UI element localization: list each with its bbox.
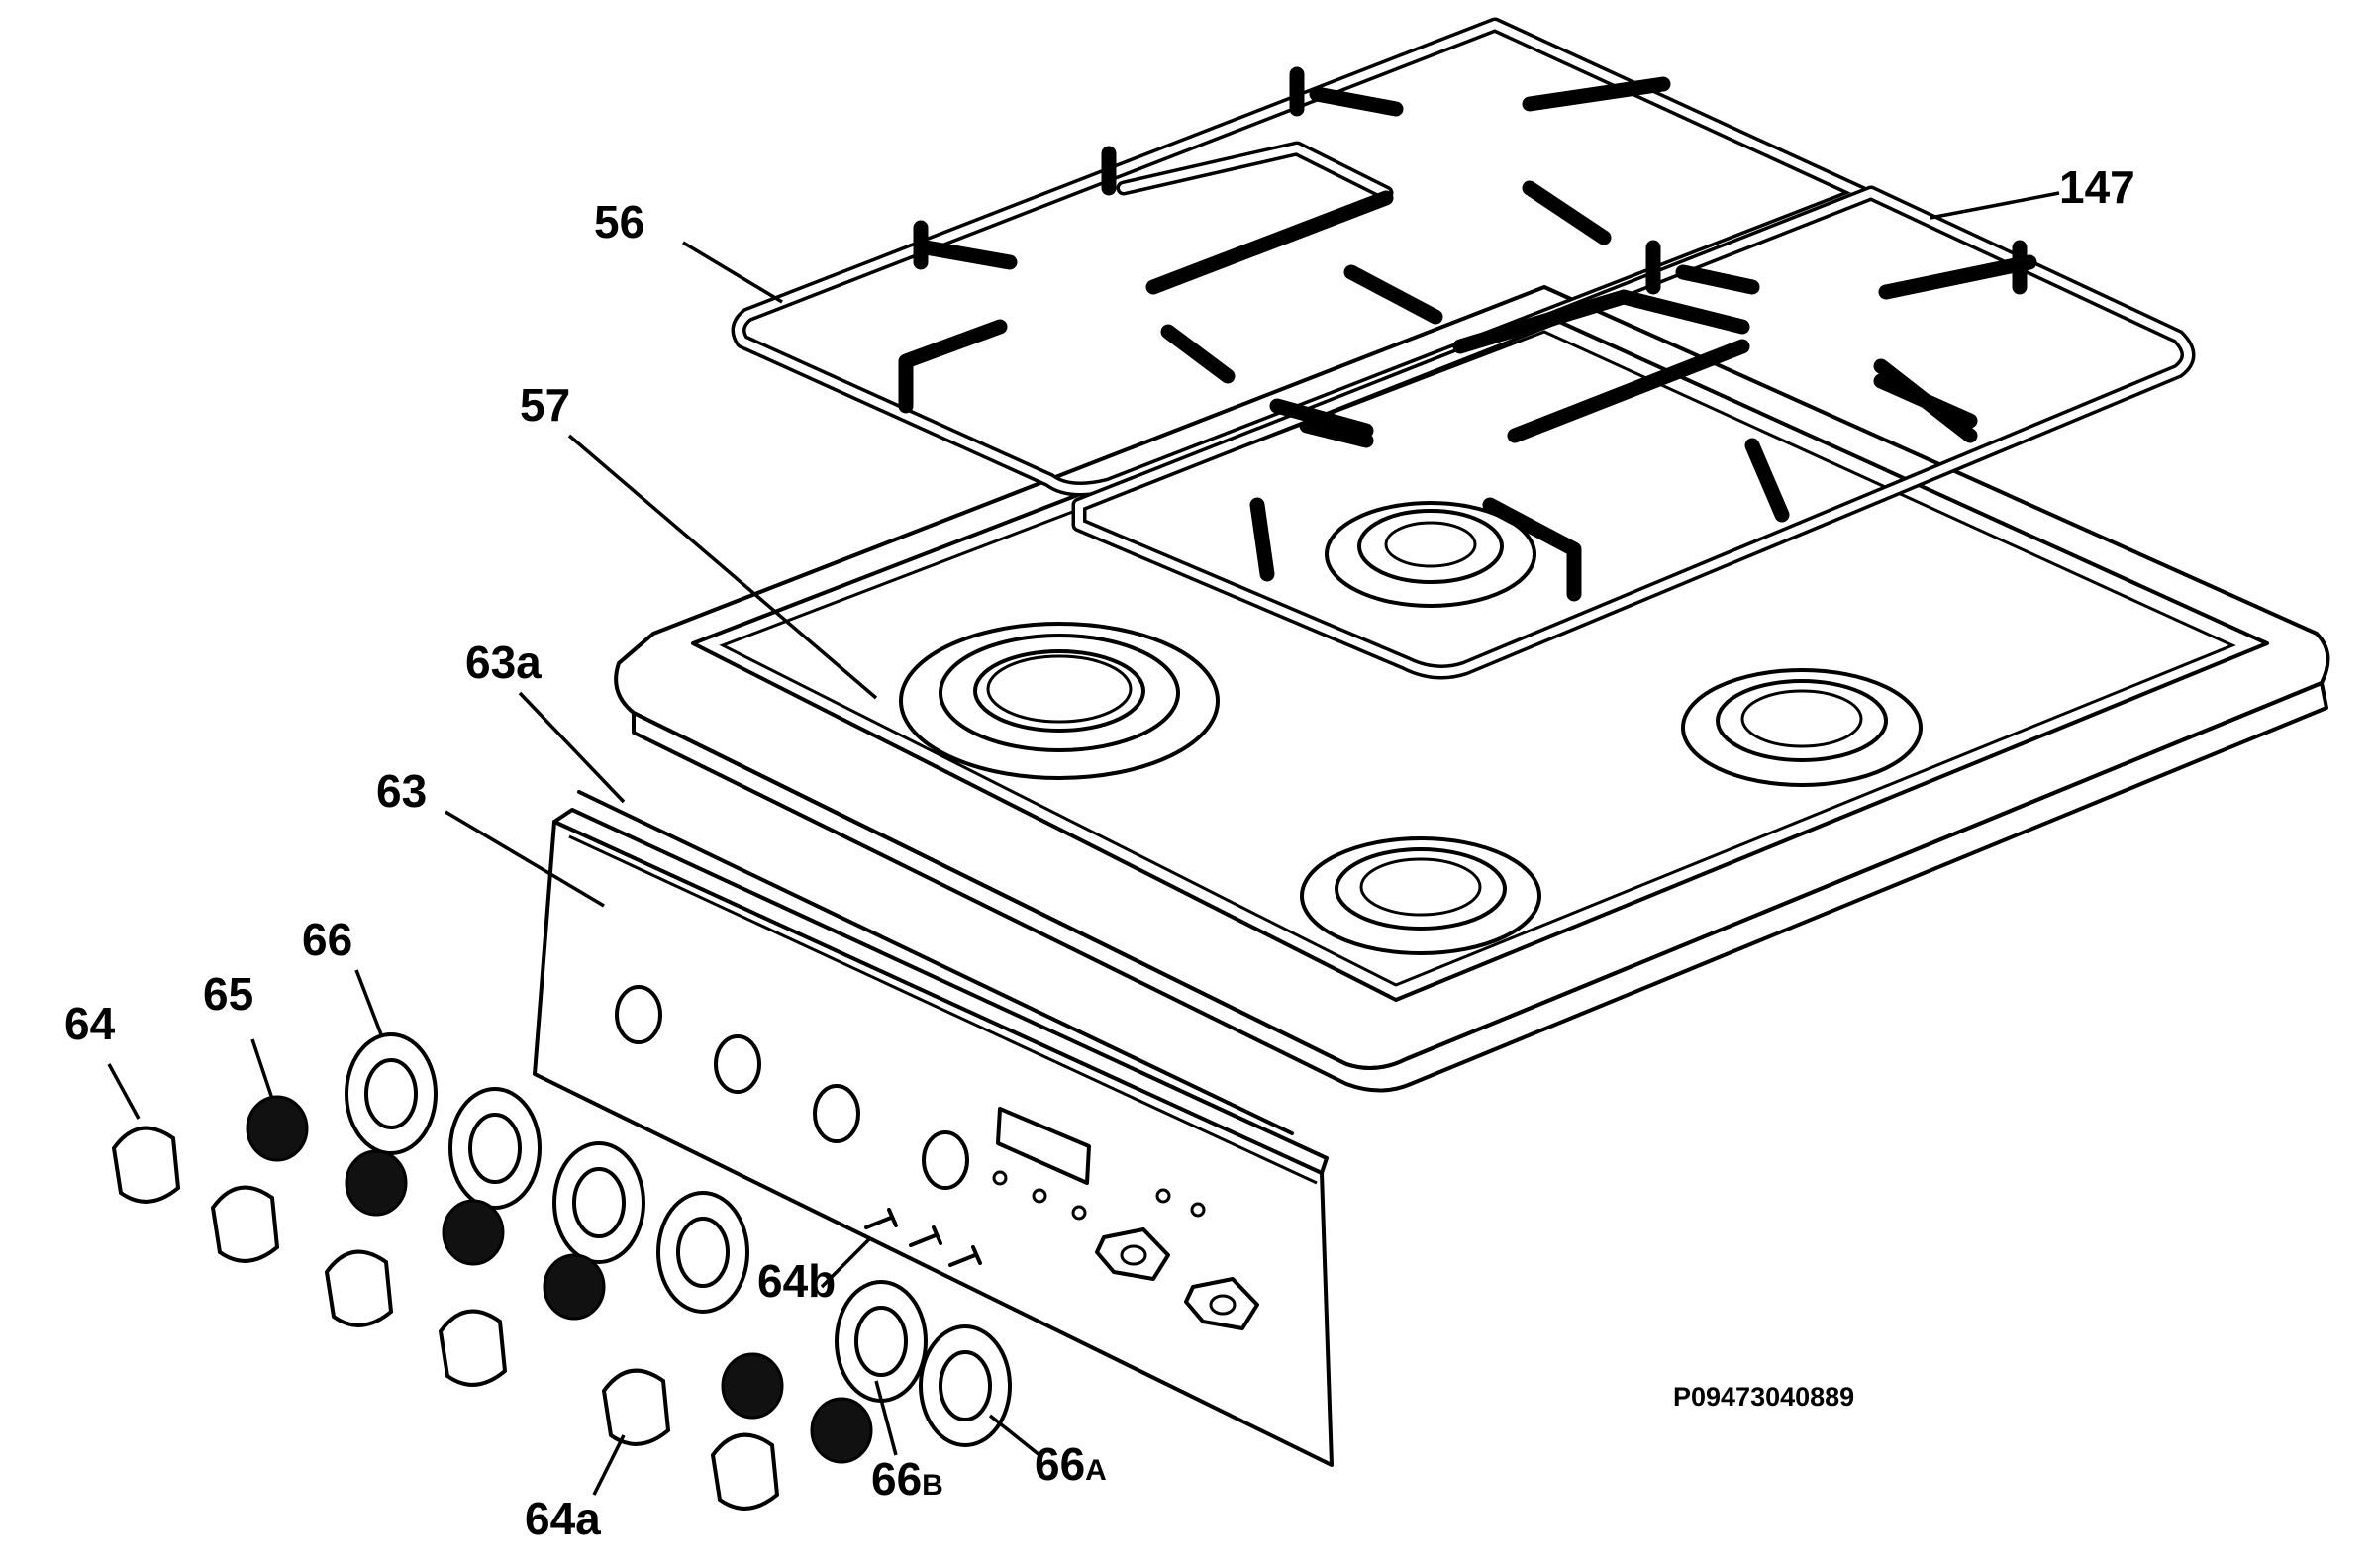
drawing-code: P09473040889: [1673, 1382, 1854, 1412]
label-66: 66: [302, 914, 352, 965]
burner-large: [899, 622, 1220, 780]
leader-lines: [107, 191, 2060, 1496]
label-63: 63: [376, 765, 427, 817]
label-147: 147: [2059, 161, 2135, 213]
label-65: 65: [203, 968, 253, 1020]
label-56: 56: [594, 196, 644, 247]
label-64: 64: [64, 998, 116, 1049]
control-knobs: [111, 1126, 780, 1511]
label-64a: 64a: [525, 1493, 601, 1544]
label-57: 57: [520, 379, 570, 431]
label-63a: 63a: [465, 637, 542, 688]
burner-rear-center: [1325, 501, 1536, 608]
burner-front: [1300, 836, 1541, 955]
label-64b: 64b: [757, 1255, 836, 1307]
knob-springs: [246, 1095, 873, 1464]
burner-right: [1681, 668, 1923, 787]
pan-support-right: [1071, 185, 2196, 680]
part-labels: 56 57 147 63a 63 64 65 66 64b 64a 66B 66…: [64, 161, 2135, 1544]
label-66a: 66A: [1035, 1438, 1107, 1490]
label-66b: 66B: [871, 1453, 943, 1505]
pan-support-left: [731, 17, 1869, 497]
control-panel: [533, 790, 1334, 1467]
